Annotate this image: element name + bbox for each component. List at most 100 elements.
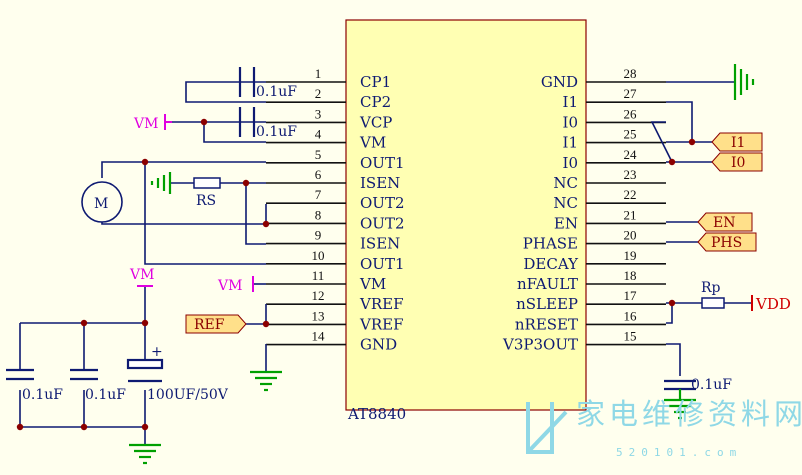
pin-number-1: 1 [315,66,322,81]
pin-name-18: nFAULT [517,275,578,293]
resistor-rs [193,177,221,189]
capacitor-cp-label: 0.1uF [256,84,297,100]
pin-number-12: 12 [312,288,325,303]
motor-symbol [81,181,123,223]
pin-name-22: NC [553,194,578,212]
capacitor-bulk-2 [70,368,98,381]
capacitor-bulk-3-plus: + [151,344,163,360]
tag-phs-label: PHS [711,235,742,251]
pin-number-20: 20 [624,228,637,243]
resistor-rp [701,297,725,309]
tag-i0: I0 [711,152,763,172]
pin-number-28: 28 [624,66,637,81]
pin-name-21: EN [554,214,578,232]
pin-number-11: 11 [312,268,325,283]
pin-number-14: 14 [312,329,326,344]
pin-name-7: OUT2 [360,194,405,212]
ground-symbol-isen [150,172,172,194]
pin-number-27: 27 [624,86,638,101]
pin-number-26: 26 [624,106,638,121]
capacitor-bulk-3-label: 100UF/50V [147,387,229,403]
watermark: 家电维修资料网 520101.com [526,397,802,459]
pins-right: 28GND27I126I025I124I023NC22NC21EN20PHASE… [502,66,666,354]
pin-number-8: 8 [315,207,322,222]
ic-name: AT8840 [347,405,406,423]
pin-name-5: OUT1 [360,154,405,172]
capacitor-bulk-1 [6,368,34,381]
pin-name-12: VREF [359,295,403,313]
tag-phs: PHS [697,232,757,252]
pin-number-25: 25 [624,127,637,142]
capacitor-bulk-3 [126,358,164,383]
watermark-text: 家电维修资料网 [576,397,802,431]
pin-name-19: DECAY [523,255,579,273]
vdd-label: VDD [755,295,791,313]
tag-en: EN [697,212,753,232]
pin-name-27: I1 [563,93,578,111]
pin-name-15: V3P3OUT [502,336,578,354]
pin-number-3: 3 [315,106,322,121]
pin-name-28: GND [541,73,578,91]
pin-name-23: NC [553,174,578,192]
pin-name-2: CP2 [360,93,391,111]
pin-name-26: I0 [563,113,578,131]
capacitor-bulk-2-label: 0.1uF [85,387,126,403]
pin-name-17: nSLEEP [516,295,578,313]
capacitor-v3p3-label: 0.1uF [691,377,732,393]
ground-symbol-v3p3 [664,389,696,420]
tag-ref-label: REF [194,317,225,333]
vm-label-bulk: VM [129,267,154,283]
pin-number-17: 17 [624,288,638,303]
pin-name-10: OUT1 [360,255,405,273]
pin-number-10: 10 [312,248,325,263]
pin-name-20: PHASE [523,235,578,253]
vm-symbol-top [164,114,172,130]
pin-number-13: 13 [312,308,325,323]
pin-name-3: VCP [359,113,392,131]
pin-number-4: 4 [315,127,322,142]
tag-ref: REF [185,314,247,334]
pin-number-7: 7 [315,187,322,202]
pin-number-23: 23 [624,167,637,182]
tag-i1: I1 [711,132,763,152]
watermark-url: 520101.com [616,446,742,459]
capacitor-vcp [238,107,256,137]
pin-number-6: 6 [315,167,322,182]
pin-number-19: 19 [624,248,637,263]
tag-i1-label: I1 [731,135,745,151]
pin-name-4: VM [359,134,386,152]
junction-dots [16,118,696,431]
capacitor-cp [238,67,256,97]
pin-name-11: VM [359,275,386,293]
pin-number-15: 15 [624,329,637,344]
pin-number-24: 24 [624,147,638,162]
pin-number-2: 2 [315,86,322,101]
tag-i0-label: I0 [731,155,745,171]
pin-number-21: 21 [624,207,637,222]
ground-symbol-bulk [129,443,161,465]
pin-number-5: 5 [315,147,322,162]
resistor-rp-label: Rp [701,280,721,296]
pin-number-22: 22 [624,187,637,202]
pin-name-1: CP1 [360,73,391,91]
pin-name-8: OUT2 [360,214,405,232]
pin-name-14: GND [360,336,397,354]
pin-number-18: 18 [624,268,637,283]
ground-symbol-pin14 [250,370,282,392]
capacitor-bulk-1-label: 0.1uF [22,387,63,403]
pin-number-16: 16 [624,308,638,323]
vm-label-top: VM [133,116,158,132]
pin-name-6: ISEN [360,174,400,192]
vm-label-pin11: VM [217,278,242,294]
pin-name-25: I1 [563,134,578,152]
pin-name-16: nRESET [515,315,578,333]
resistor-rs-label: RS [196,193,216,209]
tag-en-label: EN [713,215,735,231]
pin-name-24: I0 [563,154,578,172]
pin-number-9: 9 [315,228,322,243]
pin-name-9: ISEN [360,235,400,253]
capacitor-vcp-label: 0.1uF [256,124,297,140]
pin-name-13: VREF [359,315,403,333]
